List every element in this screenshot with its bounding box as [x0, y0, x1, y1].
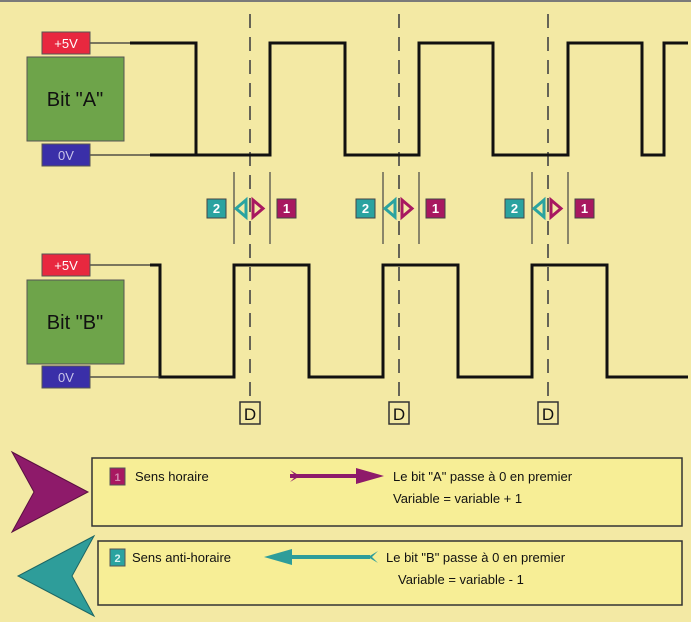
counterclockwise-direction-arrow-icon — [16, 534, 96, 618]
signal-b-high-box — [41, 253, 91, 277]
signal-a-low-label: 0V — [58, 148, 74, 163]
signal-b-high-label: +5V — [54, 258, 78, 273]
signal-a-waveform — [130, 41, 688, 157]
detect-marker-1: D — [239, 401, 261, 425]
clockwise-badge-label: 1 — [114, 472, 120, 484]
detect-label: D — [393, 405, 405, 424]
counterclockwise-badge-label: 2 — [114, 553, 120, 565]
detect-label: D — [542, 405, 554, 424]
phase-2-label: 2 — [511, 201, 518, 216]
signal-a-low-box — [41, 143, 91, 167]
phase-marker-group-1: 2 1 — [206, 196, 297, 221]
legend-clockwise: 1 Sens horaire Le bit "A" passe à 0 en p… — [10, 450, 683, 534]
counterclockwise-badge — [109, 548, 126, 567]
detect-marker-3: D — [537, 401, 559, 425]
clockwise-badge — [109, 467, 126, 486]
phase-2-label: 2 — [362, 201, 369, 216]
counterclockwise-label: Sens anti-horaire — [132, 550, 231, 565]
phase-1-badge — [425, 198, 446, 219]
phase-2-badge — [355, 198, 376, 219]
clockwise-label: Sens horaire — [135, 469, 209, 484]
magenta-chevron-icon — [400, 196, 415, 221]
phase-marker-group-3: 2 1 — [504, 196, 595, 221]
phase-1-badge — [276, 198, 297, 219]
phase-guide-lines — [233, 172, 569, 244]
dashed-reference-lines — [249, 14, 549, 402]
detect-label: D — [244, 405, 256, 424]
signal-b-waveform — [150, 263, 688, 379]
phase-2-badge — [504, 198, 525, 219]
clockwise-line1: Le bit "A" passe à 0 en premier — [393, 469, 573, 484]
counterclockwise-arrowhead-icon — [264, 549, 292, 565]
signal-b-low-box — [41, 365, 91, 389]
legend-counterclockwise-box — [97, 540, 683, 606]
phase-1-label: 1 — [283, 201, 290, 216]
teal-chevron-icon — [531, 196, 546, 221]
magenta-chevron-icon — [251, 196, 266, 221]
signal-b-low-label: 0V — [58, 370, 74, 385]
teal-chevron-icon — [233, 196, 248, 221]
phase-2-badge — [206, 198, 227, 219]
clockwise-line2: Variable = variable + 1 — [393, 491, 522, 506]
signal-a-name-box — [26, 56, 125, 142]
phase-2-label: 2 — [213, 201, 220, 216]
signal-a-high-label: +5V — [54, 36, 78, 51]
clockwise-arrow-tail-icon — [290, 470, 300, 482]
phase-1-label: 1 — [581, 201, 588, 216]
legend-counterclockwise: 2 Sens anti-horaire Le bit "B" passe à 0… — [16, 534, 683, 618]
signal-a-name: Bit "A" — [47, 89, 103, 111]
magenta-chevron-icon — [549, 196, 564, 221]
signal-b-name-box — [26, 279, 125, 365]
signal-b-name: Bit "B" — [47, 312, 103, 334]
clockwise-direction-arrow-icon — [10, 450, 90, 534]
phase-marker-group-2: 2 1 — [355, 196, 446, 221]
phase-1-label: 1 — [432, 201, 439, 216]
counterclockwise-arrow-tail-icon — [368, 551, 378, 563]
teal-chevron-icon — [382, 196, 397, 221]
phase-1-badge — [574, 198, 595, 219]
legend-clockwise-box — [91, 457, 683, 527]
counterclockwise-line1: Le bit "B" passe à 0 en premier — [386, 550, 566, 565]
detect-marker-2: D — [388, 401, 410, 425]
counterclockwise-line2: Variable = variable - 1 — [398, 572, 524, 587]
clockwise-arrowhead-icon — [356, 468, 384, 484]
signal-a-high-box — [41, 31, 91, 55]
